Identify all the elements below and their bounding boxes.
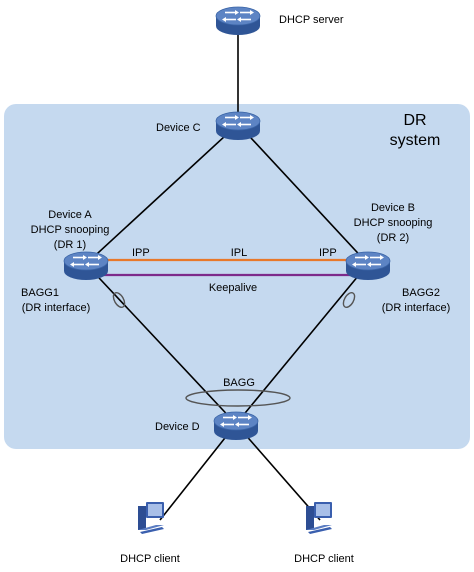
device-d-switch-icon	[213, 411, 259, 441]
bagg-aggregation-ellipse	[185, 389, 291, 407]
link-device-c-to-device-b	[237, 123, 369, 265]
bagg-label: BAGG	[223, 377, 255, 389]
ipp-right-label: IPP	[319, 247, 337, 259]
dr-system-title-line2: system	[390, 132, 441, 149]
device-a-label-line2: DHCP snooping	[31, 224, 110, 236]
device-b-switch-icon	[345, 251, 391, 281]
device-b-label-line1: Device B	[371, 202, 415, 214]
link-device-c-to-device-a	[85, 123, 239, 265]
keepalive-label: Keepalive	[209, 282, 257, 294]
device-a-label-line3: (DR 1)	[54, 239, 86, 251]
bagg1-aggregation-ellipse	[112, 292, 126, 308]
bagg2-aggregation-ellipse	[342, 292, 356, 308]
ipl-label: IPL	[231, 247, 248, 259]
bagg2-label-line2: (DR interface)	[382, 302, 450, 314]
ipp-left-label: IPP	[132, 247, 150, 259]
bagg1-label-line1: BAGG1	[21, 287, 59, 299]
bagg2-label-line1: BAGG2	[402, 287, 440, 299]
link-device-a-to-device-d	[85, 263, 237, 425]
device-d-label: Device D	[155, 421, 200, 433]
device-a-label-line1: Device A	[48, 209, 92, 221]
device-b-label-line2: DHCP snooping	[354, 217, 433, 229]
client-right-label: DHCP client	[294, 553, 354, 565]
device-c-switch-icon	[215, 111, 261, 141]
link-device-d-to-client-left	[159, 423, 237, 521]
client-left-pc-icon	[138, 502, 164, 534]
device-a-switch-icon	[63, 251, 109, 281]
device-b-label-line3: (DR 2)	[377, 232, 409, 244]
client-left-label: DHCP client	[120, 553, 180, 565]
dhcp-server-switch-icon	[215, 6, 261, 36]
dr-system-title-line1: DR	[403, 112, 426, 129]
device-c-label: Device C	[156, 122, 201, 134]
link-device-b-to-device-d	[235, 263, 369, 425]
link-device-d-to-client-right	[235, 423, 321, 521]
dr-system-area	[4, 104, 470, 449]
dhcp-server-label: DHCP server	[279, 14, 344, 26]
client-right-pc-icon	[306, 502, 332, 534]
bagg1-label-line2: (DR interface)	[22, 302, 90, 314]
